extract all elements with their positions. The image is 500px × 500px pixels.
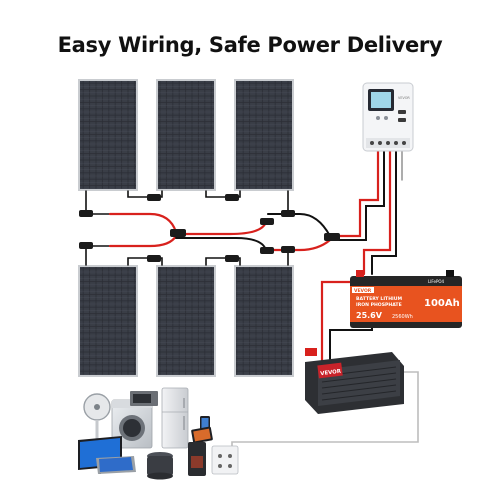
fan-icon [83,393,111,452]
power-inverter: VEVOR [305,348,404,414]
inverter-positive-terminal [305,348,317,356]
appliances [78,387,239,480]
coffee-machine-icon [188,442,206,476]
solar-panel-top-2 [156,79,216,191]
refrigerator-icon [161,387,189,449]
tablet-icon [191,426,213,444]
battery-negative-terminal [446,270,454,277]
headline: Easy Wiring, Safe Power Delivery [57,33,443,57]
inverter-brand: VEVOR [320,369,342,378]
battery-positive-terminal [356,270,364,277]
battery-brand: VEVOR [354,288,372,294]
solar-panel-top-3 [234,79,294,191]
solar-panel-bottom-2 [156,265,216,377]
controller-brand: VEVOR [398,96,410,100]
battery-capacity: 100Ah [424,298,460,309]
solar-panel-bottom-1 [78,265,138,377]
power-strip-icon [211,445,239,475]
laptop-icon [96,456,136,474]
charge-controller: VEVOR [362,82,414,152]
microwave-icon [130,391,158,406]
wiring [85,148,419,449]
battery-line2: IRON PHOSPHATE [356,302,402,308]
solar-panel-bottom-3 [234,265,294,377]
battery-voltage: 25.6V [356,311,383,320]
battery-watt-hours: 2560Wh [392,314,413,320]
mc4-connectors [79,194,340,262]
battery-logo: LIFePO4 [428,279,445,284]
battery-line1: BATTERY LITHIUM [356,296,402,302]
solar-panel-top-1 [78,79,138,191]
rice-cooker-icon [147,452,173,480]
lifepo4-battery: VEVOR LIFePO4 BATTERY LITHIUM IRON PHOSP… [350,270,462,328]
